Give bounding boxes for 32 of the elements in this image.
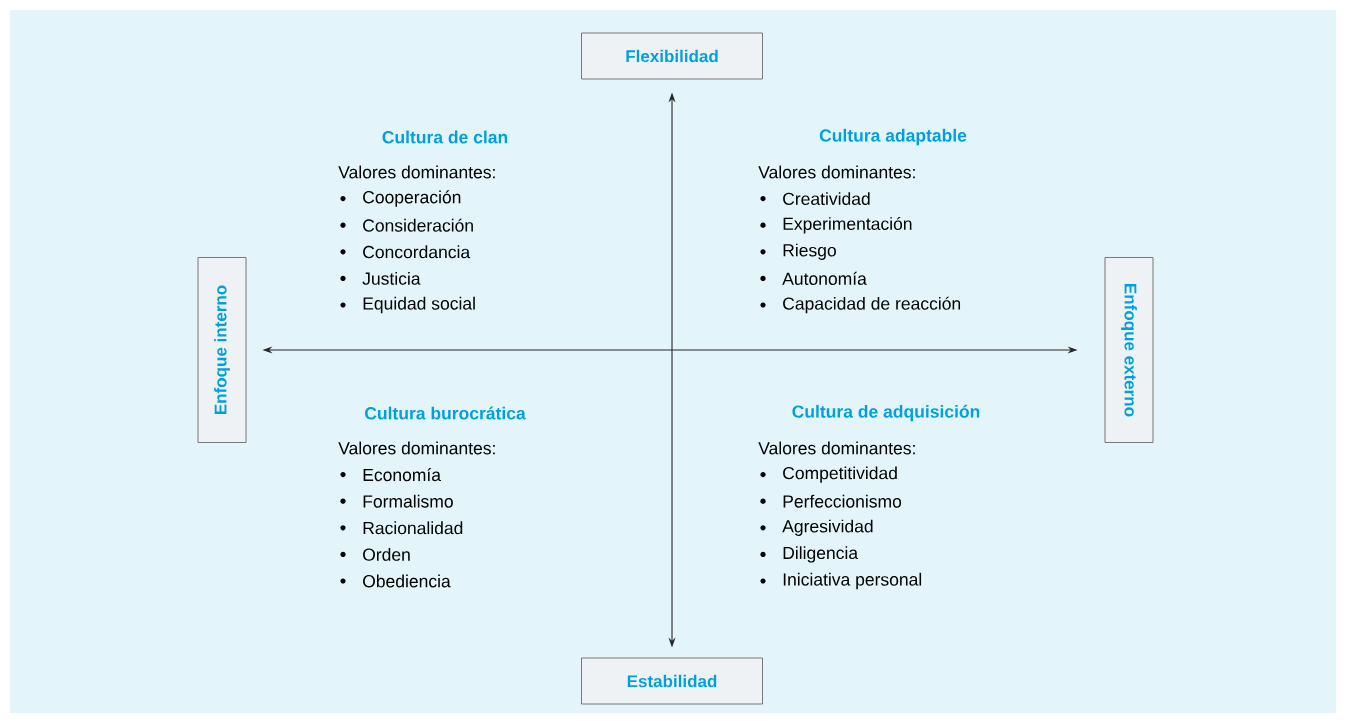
list-item: Creatividad (783, 192, 870, 205)
axis-label-box: Flexibilidad (581, 32, 763, 80)
list-item: Concordancia (363, 245, 471, 259)
quadrant-title: Cultura de clan (382, 130, 508, 144)
list-heading: Valores dominantes: (338, 165, 495, 179)
list-item: Perfeccionismo (783, 494, 902, 508)
list-item: Economía (363, 468, 441, 482)
quadrant-title: Cultura adaptable (819, 128, 967, 146)
axis-label-box: Estabilidad (581, 657, 763, 705)
list-item: Autonomía (782, 271, 867, 285)
list-item: Equidad social (363, 296, 475, 314)
list-item: Racionalidad (363, 521, 463, 535)
quadrant-title: Cultura burocrática (365, 406, 526, 420)
list-item: Agresividad (782, 519, 873, 536)
list-item: Riesgo (783, 243, 836, 260)
quadrant-title: Cultura de adquisición (792, 404, 980, 422)
list-heading: Valores dominantes: (758, 165, 915, 179)
axis-label-box: Enfoque interno (197, 257, 247, 443)
axis-label-box: Enfoque externo (1104, 257, 1154, 443)
list-item: Justicia (362, 271, 421, 285)
list-heading: Valores dominantes: (758, 441, 915, 455)
list-item: Diligencia (783, 546, 859, 563)
list-item: Capacidad de reacción (783, 296, 961, 314)
list-item: Competitividad (783, 466, 897, 483)
list-item: Experimentación (783, 216, 912, 234)
list-item: Obediencia (363, 574, 451, 588)
list-item: Consideración (363, 218, 473, 232)
list-item: Formalismo (363, 494, 453, 508)
list-item: Cooperación (363, 190, 461, 207)
list-item: Iniciativa personal (783, 572, 922, 590)
list-heading: Valores dominantes: (338, 441, 495, 455)
list-item: Orden (363, 547, 410, 561)
